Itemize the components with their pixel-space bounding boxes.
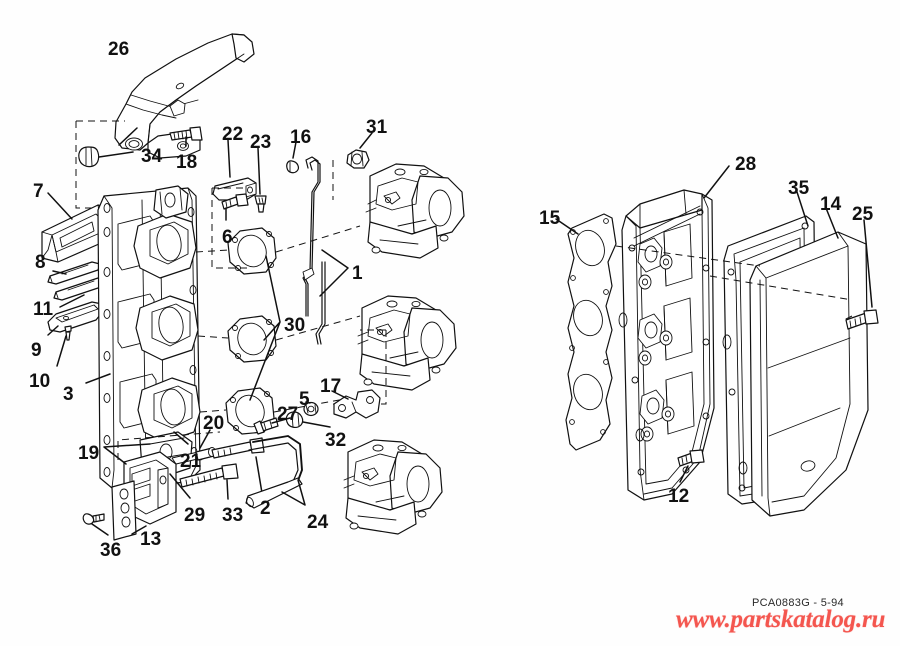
- callout-9: 9: [31, 340, 42, 361]
- callout-8: 8: [35, 252, 46, 273]
- callout-6: 6: [222, 227, 233, 248]
- part-32-lockwasher: [285, 411, 304, 428]
- callout-10: 10: [29, 371, 51, 392]
- callout-11: 11: [33, 299, 54, 320]
- callout-27: 27: [277, 404, 299, 425]
- part-36-screw: [82, 513, 105, 525]
- part-12-screw: [677, 449, 705, 467]
- part-33-screw: [179, 463, 239, 488]
- callout-5: 5: [299, 389, 310, 410]
- callout-29: 29: [184, 505, 206, 526]
- part-31-nut: [346, 149, 370, 169]
- callout-35: 35: [788, 178, 810, 199]
- callout-34: 34: [141, 146, 163, 167]
- callout-26: 26: [108, 39, 130, 60]
- part-15-gasket: [565, 213, 617, 451]
- callout-33: 33: [222, 505, 244, 526]
- part-30-gasket-top: [227, 227, 277, 275]
- callout-14: 14: [820, 194, 842, 215]
- callout-16: 16: [290, 127, 312, 148]
- callout-17: 17: [320, 376, 342, 397]
- callout-19: 19: [78, 443, 100, 464]
- callout-20: 20: [203, 413, 225, 434]
- callout-22: 22: [222, 124, 244, 145]
- callout-25: 25: [852, 204, 874, 225]
- part-19-cover: [123, 451, 177, 525]
- part-34-plug: [78, 146, 100, 168]
- carburetor-mid: [357, 295, 457, 391]
- callout-24: 24: [307, 512, 329, 533]
- part-code-label: PCA0883G - 5-94: [752, 597, 844, 609]
- callout-23: 23: [250, 132, 272, 153]
- part-27-screw: [253, 417, 279, 435]
- callout-7: 7: [33, 181, 44, 202]
- carburetor-top: [365, 163, 465, 259]
- part-3-intake-manifold: [97, 185, 205, 489]
- callout-13: 13: [140, 529, 162, 550]
- callout-1: 1: [352, 263, 363, 284]
- callout-28: 28: [735, 154, 757, 175]
- part-24-tube: [245, 435, 303, 509]
- callout-2: 2: [260, 498, 271, 519]
- part-14-silencer-cover: [749, 231, 869, 517]
- part-30-gasket-mid: [227, 315, 277, 363]
- callout-15: 15: [539, 208, 561, 229]
- part-16-bushing: [286, 160, 299, 174]
- part-6-screw: [221, 193, 249, 210]
- callout-36: 36: [100, 540, 122, 561]
- callout-12: 12: [668, 486, 690, 507]
- part-26-cover: [114, 33, 255, 159]
- site-watermark: www.partskatalog.ru: [676, 606, 886, 633]
- part-13-plate: [111, 480, 137, 541]
- part-10-screw: [64, 325, 72, 341]
- part-1-link-rods: [302, 156, 326, 345]
- callout-30: 30: [284, 315, 306, 336]
- callout-3: 3: [63, 384, 74, 405]
- part-5-washer: [303, 401, 319, 417]
- callout-32: 32: [325, 430, 347, 451]
- callout-21: 21: [180, 451, 202, 472]
- part-25-screw: [845, 309, 879, 330]
- callout-18: 18: [176, 152, 198, 173]
- carburetor-bottom: [343, 439, 443, 535]
- part-28-silencer-base: [618, 189, 715, 501]
- callout-31: 31: [366, 117, 388, 138]
- part-23-screw: [254, 195, 267, 213]
